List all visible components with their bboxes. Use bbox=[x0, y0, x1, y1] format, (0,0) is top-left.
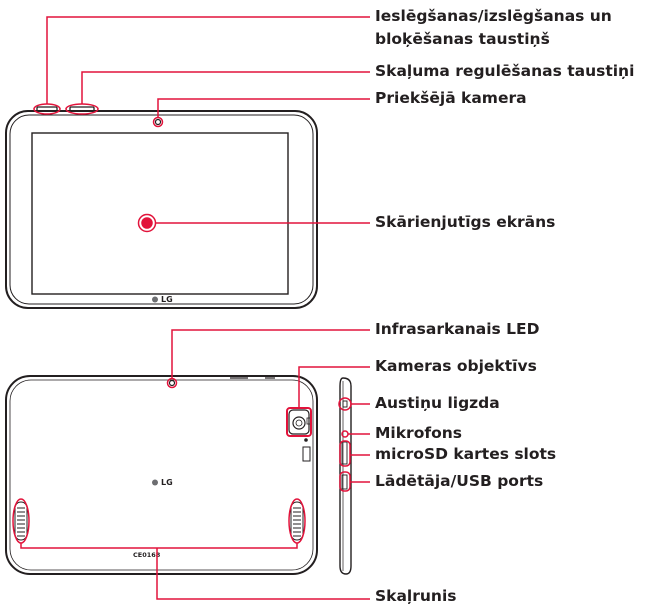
tablet-front bbox=[5, 106, 318, 309]
label-headset-jack: Austiņu ligzda bbox=[375, 394, 500, 412]
label-front-camera: Priekšējā kamera bbox=[375, 89, 527, 107]
volume-highlight bbox=[65, 103, 99, 115]
back-callouts bbox=[12, 329, 370, 600]
label-speaker: Skaļrunis bbox=[375, 587, 457, 605]
side-profile-outline bbox=[339, 377, 352, 575]
front-bezel bbox=[5, 110, 318, 309]
speaker-bracket bbox=[20, 543, 298, 549]
front-camera-highlight bbox=[152, 116, 164, 128]
back-body bbox=[5, 375, 318, 575]
ir-led-dot bbox=[168, 379, 176, 387]
ce-mark: CE0168 bbox=[133, 551, 161, 559]
ir-led-highlight bbox=[166, 377, 178, 389]
speaker-left bbox=[14, 501, 28, 541]
tablet-side-profile bbox=[339, 377, 352, 575]
power-leader bbox=[46, 16, 370, 104]
lg-logo-icon bbox=[152, 296, 158, 303]
label-ir-led: Infrasarkanais LED bbox=[375, 320, 540, 338]
headset-highlight bbox=[338, 397, 352, 411]
volume-leader bbox=[81, 71, 370, 104]
touch-point-inner bbox=[141, 217, 153, 229]
label-microsd-slot: microSD kartes slots bbox=[375, 445, 557, 463]
label-volume-keys: Skaļuma regulēšanas taustiņi bbox=[375, 62, 635, 80]
back-logo: LG bbox=[161, 478, 173, 487]
microsd-highlight bbox=[339, 440, 351, 467]
label-touchscreen: Skārienjutīgs ekrāns bbox=[375, 213, 556, 231]
front-logo: LG bbox=[161, 295, 173, 304]
front-camera-dot bbox=[154, 118, 162, 126]
front-camera-leader bbox=[157, 98, 370, 118]
label-power-lock-line2: bloķēšanas taustiņš bbox=[375, 30, 550, 48]
camera-leader bbox=[298, 366, 370, 408]
speaker-leader bbox=[156, 548, 370, 600]
camera-lens bbox=[292, 416, 306, 430]
front-callouts bbox=[33, 16, 370, 233]
usb-port bbox=[341, 474, 348, 490]
camera-module bbox=[288, 409, 310, 435]
label-camera-lens: Kameras objektīvs bbox=[375, 357, 537, 375]
label-power-lock-line1: Ieslēgšanas/izslēgšanas un bbox=[375, 7, 612, 25]
touchscreen bbox=[31, 132, 289, 295]
label-charger-usb: Lādētāja/USB ports bbox=[375, 472, 544, 490]
headset-jack-port bbox=[342, 400, 348, 408]
label-microphone: Mikrofons bbox=[375, 424, 462, 442]
ir-led-leader bbox=[171, 329, 370, 378]
microsd-slot-port bbox=[341, 441, 348, 465]
power-highlight bbox=[33, 103, 61, 115]
lg-logo-icon-back bbox=[152, 479, 158, 486]
tablet-back bbox=[5, 375, 318, 575]
touch-point-outer bbox=[137, 213, 157, 233]
speaker-right bbox=[290, 501, 304, 541]
